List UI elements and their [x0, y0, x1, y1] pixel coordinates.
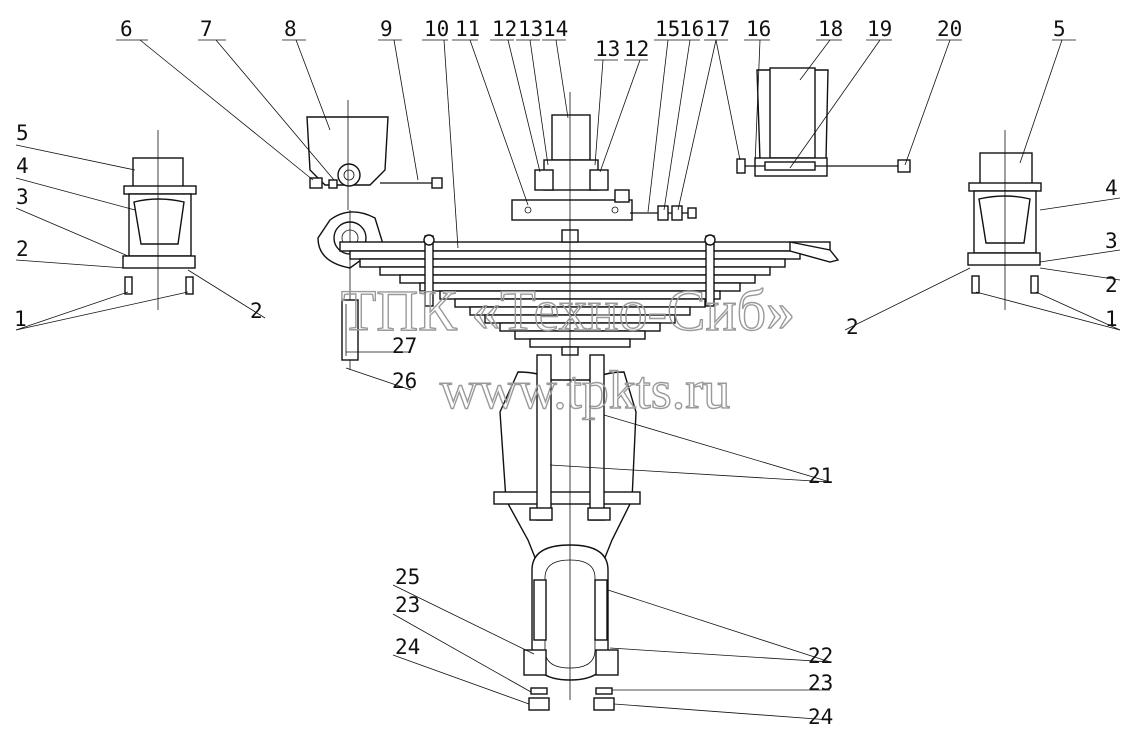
callout-2: 2	[846, 315, 859, 339]
callout-10: 10	[424, 17, 449, 41]
callout-24: 24	[395, 635, 420, 659]
callout-14: 14	[543, 17, 568, 41]
callout-20: 20	[937, 17, 962, 41]
callout-3: 3	[1105, 229, 1118, 253]
callout-2: 2	[16, 237, 29, 261]
callout-numbers: 1 1 2 2 2 2 3 3 4 4 5 5 6 7 8 9 10 11 12…	[14, 17, 1118, 729]
leaf-spring-pack	[339, 220, 840, 360]
callout-18: 18	[818, 17, 843, 41]
callout-9: 9	[380, 17, 393, 41]
callout-5: 5	[1053, 17, 1066, 41]
callout-3: 3	[16, 185, 29, 209]
callout-8: 8	[284, 17, 297, 41]
axle-balancer-assembly	[493, 354, 641, 711]
callout-21: 21	[808, 464, 833, 488]
rear-hanger	[736, 67, 911, 177]
right-bracket-assembly	[967, 130, 1042, 310]
callout-11: 11	[455, 17, 480, 41]
callout-24: 24	[808, 705, 833, 729]
callout-26: 26	[392, 369, 417, 393]
callout-6: 6	[120, 17, 133, 41]
left-bracket-assembly	[122, 130, 197, 310]
callout-16: 16	[679, 17, 704, 41]
leader-lines	[15, 39, 1121, 721]
callout-25: 25	[395, 565, 420, 589]
callout-5: 5	[16, 121, 29, 145]
callout-12: 12	[624, 37, 649, 61]
callout-4: 4	[1105, 176, 1118, 200]
callout-7: 7	[200, 17, 213, 41]
callout-2: 2	[1105, 273, 1118, 297]
callout-17: 17	[705, 17, 730, 41]
watermark-company: ТПК «Техно-Сиб»	[341, 278, 795, 343]
callout-13: 13	[518, 17, 543, 41]
callout-16: 16	[746, 17, 771, 41]
callout-19: 19	[867, 17, 892, 41]
callout-1: 1	[1105, 307, 1118, 331]
front-hanger	[306, 100, 443, 210]
callout-4: 4	[16, 154, 29, 178]
callout-1: 1	[14, 307, 27, 331]
callout-12: 12	[492, 17, 517, 41]
watermark: ТПК «Техно-Сиб» www.tpkts.ru	[340, 277, 796, 420]
callout-23: 23	[395, 593, 420, 617]
callout-15: 15	[655, 17, 680, 41]
callout-13: 13	[595, 37, 620, 61]
watermark-website: www.tpkts.ru	[440, 360, 731, 420]
callout-23: 23	[808, 671, 833, 695]
callout-2: 2	[250, 299, 263, 323]
callout-27: 27	[392, 334, 417, 358]
center-top-assembly	[511, 92, 697, 240]
callout-22: 22	[808, 644, 833, 668]
